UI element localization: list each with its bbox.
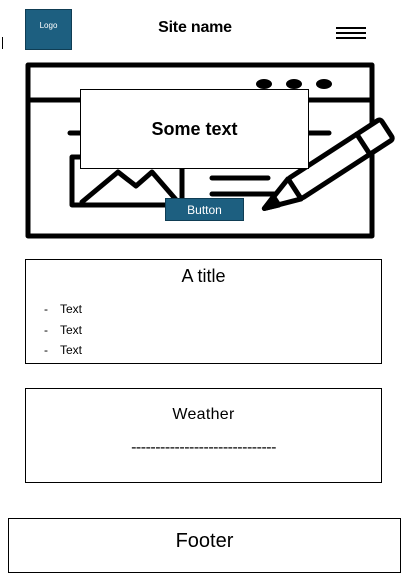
footer-label: Footer bbox=[175, 530, 234, 552]
list-item: -Text bbox=[44, 320, 82, 341]
list-bullet: - bbox=[44, 322, 48, 337]
weather-title: Weather bbox=[172, 406, 235, 423]
text-list: -Text -Text -Text bbox=[44, 299, 82, 361]
text-cursor-mark bbox=[2, 37, 3, 49]
hero-button[interactable]: Button bbox=[165, 198, 244, 221]
hero-text: Some text bbox=[80, 89, 309, 169]
hamburger-menu-icon[interactable] bbox=[336, 25, 366, 39]
weather-value: ------------------------------ bbox=[131, 439, 276, 456]
site-name: Site name bbox=[158, 19, 232, 36]
list-bullet: - bbox=[44, 302, 48, 316]
list-item-text: Text bbox=[60, 343, 83, 357]
list-item-text: Text bbox=[60, 322, 83, 337]
footer: Footer bbox=[8, 518, 401, 573]
title-card: A title -Text -Text -Text bbox=[25, 259, 382, 364]
logo[interactable]: Logo bbox=[25, 9, 72, 50]
weather-card: Weather ------------------------------ bbox=[25, 388, 382, 483]
web-page-edit-illustration bbox=[25, 62, 395, 239]
list-bullet: - bbox=[44, 343, 48, 357]
list-item-text: Text bbox=[60, 302, 83, 316]
list-item: -Text bbox=[44, 340, 82, 361]
card-title: A title bbox=[181, 266, 226, 286]
list-item: -Text bbox=[44, 299, 82, 320]
